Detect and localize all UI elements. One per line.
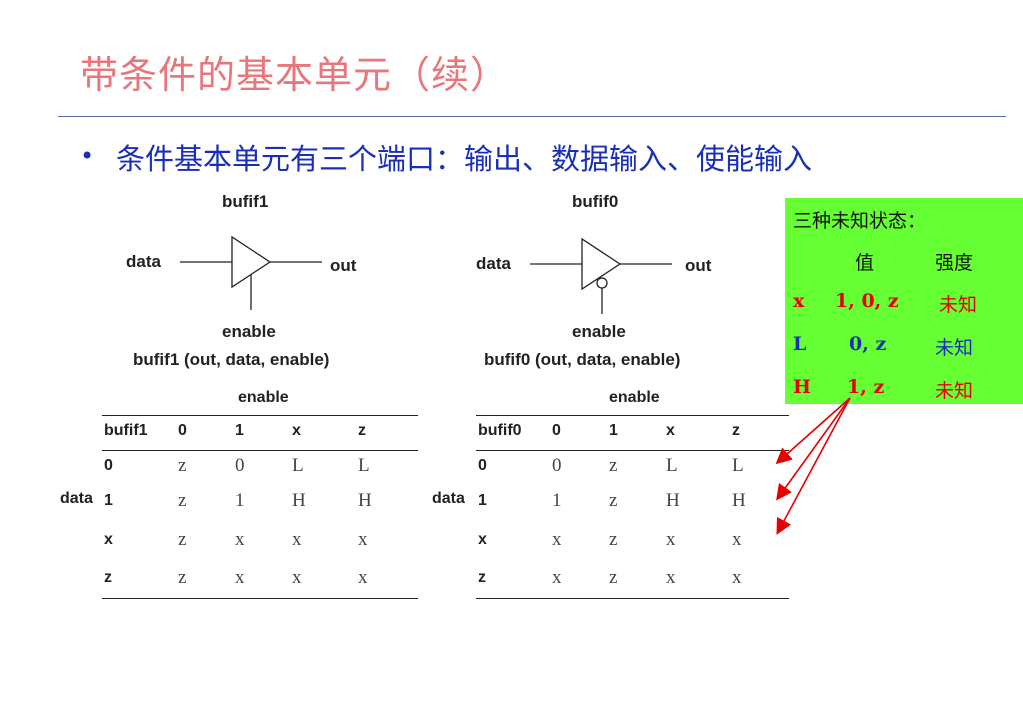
legend-h-symbol: H [793,376,811,398]
legend-x-symbol: x [793,290,805,312]
table-cell: z [178,490,187,511]
table-cell: H [666,490,680,511]
table-column-header: bufif0 [478,422,522,439]
slide-title: 带条件的基本单元（续） [80,53,510,97]
table-cell: 1 [552,490,562,511]
table-cell: 1 [235,490,245,511]
table-row-key: z [104,569,112,586]
left-gate-name: bufif1 [222,192,269,211]
table-column-header: x [666,422,675,439]
right-enable-header: enable [609,389,660,406]
table-cell: x [358,529,368,550]
right-data-row-header: data [432,490,465,507]
legend-h-strength: 未知 [935,380,974,402]
table-cell: H [292,490,306,511]
table-cell: L [292,455,304,476]
table-cell: z [609,567,618,588]
table-cell: H [358,490,372,511]
table-cell: L [666,455,678,476]
table-cell: x [358,567,368,588]
table-cell: z [178,567,187,588]
table-column-header: bufif1 [104,422,148,439]
table-cell: z [609,490,618,511]
left-signature: bufif1 (out, data, enable) [133,350,330,369]
arrow-to-row-x [776,397,851,535]
left-out-label: out [330,256,357,275]
right-table-bottom-rule [476,598,789,599]
table-column-header: z [732,422,740,439]
arrow-to-row-1 [776,397,851,501]
legend-l-symbol: L [793,333,807,355]
legend-title: 三种未知状态： [793,210,927,232]
table-cell: x [552,567,562,588]
title-divider [58,116,1006,117]
table-row-key: x [478,531,487,548]
table-column-header: 1 [235,422,244,439]
left-data-label: data [126,252,161,271]
legend-h-value: 1, z [847,376,885,398]
table-column-header: x [292,422,301,439]
table-cell: z [178,455,187,476]
right-signature: bufif0 (out, data, enable) [484,350,681,369]
unknown-states-legend: 三种未知状态： 值 强度 x 1, 0, z 未知 L 0, z 未知 H 1,… [785,198,1023,404]
arrow-to-row-0 [775,397,851,465]
right-enable-label: enable [572,322,626,341]
legend-head-value: 值 [855,252,875,274]
table-cell: x [292,567,302,588]
table-cell: x [552,529,562,550]
left-table-bottom-rule [102,598,418,599]
table-cell: x [666,529,676,550]
right-out-label: out [685,256,712,275]
table-cell: z [609,529,618,550]
table-row-key: z [478,569,486,586]
table-cell: H [732,490,746,511]
legend-x-strength: 未知 [939,294,978,316]
left-enable-label: enable [222,322,276,341]
table-row-key: 1 [478,492,487,509]
table-cell: z [609,455,618,476]
right-buffer-symbol [530,237,672,314]
table-cell: L [732,455,744,476]
left-table-header-rule [102,450,418,451]
right-data-label: data [476,254,511,273]
table-row-key: 0 [478,457,487,474]
table-column-header: 0 [178,422,187,439]
legend-l-strength: 未知 [935,337,974,359]
table-column-header: 0 [552,422,561,439]
table-row-key: x [104,531,113,548]
table-column-header: z [358,422,366,439]
bullet-marker: • [80,142,95,170]
table-cell: x [292,529,302,550]
legend-x-value: 1, 0, z [835,290,899,312]
bullet-text: 条件基本单元有三个端口：输出、数据输入、使能输入 [116,142,813,176]
table-cell: x [732,529,742,550]
table-row-key: 1 [104,492,113,509]
table-cell: 0 [552,455,562,476]
right-gate-name: bufif0 [572,192,619,211]
table-column-header: 1 [609,422,618,439]
table-cell: z [178,529,187,550]
table-cell: x [732,567,742,588]
left-enable-header: enable [238,389,289,406]
table-cell: x [666,567,676,588]
table-cell: 0 [235,455,245,476]
left-table-top-rule [102,415,418,416]
left-data-row-header: data [60,490,93,507]
legend-head-strength: 强度 [935,252,974,274]
table-cell: x [235,529,245,550]
legend-l-value: 0, z [849,333,887,355]
table-cell: x [235,567,245,588]
right-table-top-rule [476,415,789,416]
table-cell: L [358,455,370,476]
right-table-header-rule [476,450,789,451]
table-row-key: 0 [104,457,113,474]
left-buffer-symbol [180,235,322,310]
